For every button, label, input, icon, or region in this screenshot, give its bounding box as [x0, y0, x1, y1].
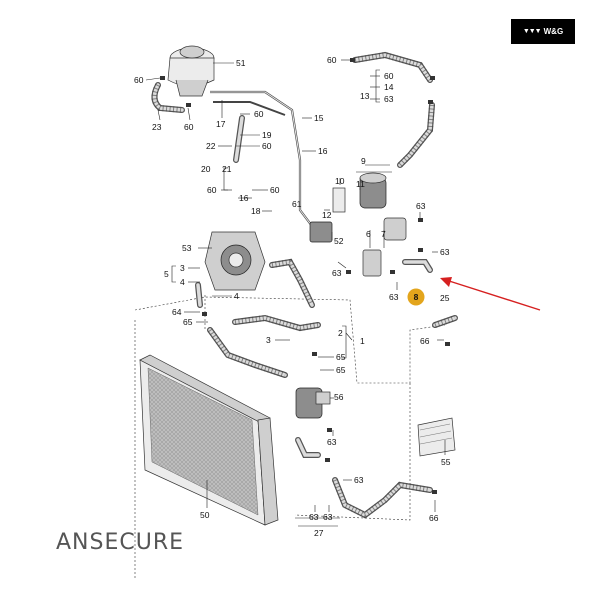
- callout-60: 60: [384, 71, 394, 81]
- callout-18: 18: [251, 206, 261, 216]
- callout-66: 66: [420, 336, 430, 346]
- callout-63: 63: [323, 512, 333, 522]
- radiator: [139, 354, 279, 526]
- callout-4: 4: [234, 291, 239, 301]
- callout-63: 63: [416, 201, 426, 211]
- hose-lower-left: [207, 327, 288, 378]
- callout-11: 11: [356, 179, 365, 189]
- callout-7: 7: [381, 229, 386, 239]
- assembly-outline-bottom: [134, 320, 411, 580]
- callout-16: 16: [318, 146, 328, 156]
- callout-60: 60: [254, 109, 264, 119]
- callout-60: 60: [184, 122, 194, 132]
- callout-60: 60: [134, 75, 144, 85]
- callout-51: 51: [236, 58, 246, 68]
- callout-13: 13: [360, 91, 370, 101]
- callout-63: 63: [384, 94, 394, 104]
- callout-66: 66: [429, 513, 439, 523]
- callout-6: 6: [366, 229, 371, 239]
- callout-20: 20: [201, 164, 211, 174]
- callout-16: 16: [239, 193, 249, 203]
- callout-63: 63: [354, 475, 364, 485]
- callout-22: 22: [206, 141, 216, 151]
- highlight-badge: [407, 288, 425, 306]
- callout-21: 21: [222, 164, 232, 174]
- callout-64: 64: [172, 307, 182, 317]
- brand-badge: ▼▼▼ W&G: [511, 19, 575, 44]
- callout-63: 63: [440, 247, 450, 257]
- water-pump-housing: [204, 231, 266, 291]
- callout-5: 5: [164, 269, 169, 279]
- callout-65: 65: [336, 352, 346, 362]
- callout-19: 19: [262, 130, 272, 140]
- callout-63: 63: [389, 292, 399, 302]
- callout-60: 60: [207, 185, 217, 195]
- callout-numbers: 51 60 23 60 17 60 19 60 15 16 22 21 20 6…: [134, 55, 451, 538]
- callout-52: 52: [334, 236, 344, 246]
- callout-55: 55: [441, 457, 451, 467]
- auxiliary-pump: [295, 387, 331, 419]
- callout-17: 17: [216, 119, 226, 129]
- bracket-13: [375, 69, 380, 103]
- callout-63: 63: [332, 268, 342, 278]
- callout-12: 12: [322, 210, 332, 220]
- callout-9: 9: [361, 156, 366, 166]
- callout-3: 3: [180, 263, 185, 273]
- callout-65: 65: [183, 317, 193, 327]
- brand-logo-icon: ▼▼▼: [522, 28, 542, 35]
- callout-14: 14: [384, 82, 394, 92]
- callout-60: 60: [262, 141, 272, 151]
- pointer-arrow: [445, 279, 541, 311]
- callout-50: 50: [200, 510, 210, 520]
- watermark: ANSECURE: [56, 530, 185, 555]
- oil-cooler: [417, 417, 456, 457]
- callout-60: 60: [327, 55, 337, 65]
- callout-23: 23: [152, 122, 162, 132]
- callout-63: 63: [327, 437, 337, 447]
- thermostat-housing: [309, 172, 407, 277]
- hose-clamps: [160, 58, 450, 494]
- callout-4: 4: [180, 277, 185, 287]
- callout-10: 10: [335, 176, 345, 186]
- callout-56: 56: [334, 392, 344, 402]
- callout-25: 25: [440, 293, 450, 303]
- callout-1: 1: [360, 336, 365, 346]
- callout-61: 61: [292, 199, 302, 209]
- callout-60: 60: [270, 185, 280, 195]
- assembly-outline-top: [134, 296, 446, 384]
- callout-65: 65: [336, 365, 346, 375]
- callout-27: 27: [314, 528, 324, 538]
- callout-63: 63: [309, 512, 319, 522]
- callout-2: 2: [338, 328, 343, 338]
- expansion-tank: [167, 45, 215, 97]
- callout-3: 3: [266, 335, 271, 345]
- callout-53: 53: [182, 243, 192, 253]
- brand-name: W&G: [543, 27, 564, 36]
- hose-bottom: [332, 477, 433, 519]
- callout-15: 15: [314, 113, 324, 123]
- leader-lines: [145, 59, 446, 519]
- highlight-badge-label: 8: [414, 292, 419, 302]
